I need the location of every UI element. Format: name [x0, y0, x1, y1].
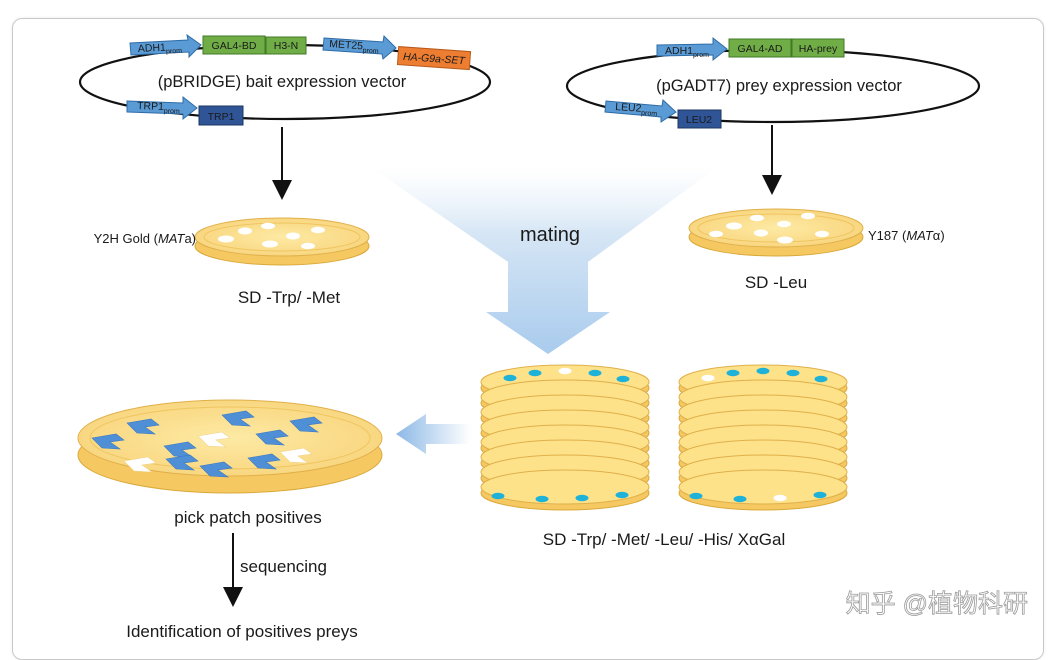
bait-adh1-text: ADH1	[138, 42, 167, 55]
blue-patch	[221, 410, 255, 427]
bait-strain-italic: MAT	[158, 231, 186, 246]
mating-label: mating	[520, 224, 580, 246]
blue-patch	[91, 433, 125, 450]
bait-gal4-bd-box	[202, 35, 266, 55]
white-colony	[701, 374, 715, 382]
blue-colony	[615, 491, 629, 499]
bait-plate	[194, 217, 370, 266]
bait-medium-label: SD -Trp/ -Met	[238, 288, 341, 307]
blue-colony	[575, 494, 589, 502]
blue-patch	[255, 429, 289, 446]
svg-text:TRP1prom: TRP1prom	[137, 100, 180, 115]
blue-patch	[247, 453, 281, 470]
blue-colony	[503, 374, 517, 382]
bait-ha-set-box	[396, 46, 472, 71]
prey-adh1-promoter-arrow: ADH1prom	[656, 36, 728, 62]
patch-plate	[77, 399, 383, 494]
selection-medium-label: SD -Trp/ -Met/ -Leu/ -His/ XαGal	[543, 530, 786, 549]
bait-met25-text: MET25	[329, 38, 364, 52]
prey-strain-prefix: Y187 (	[868, 228, 907, 243]
blue-patch	[165, 454, 199, 471]
prey-leu2-marker-box	[677, 109, 722, 129]
blue-patch	[163, 441, 197, 458]
white-patch	[279, 447, 313, 464]
prey-gal4-ad-box	[728, 38, 792, 58]
prey-leu2-prom-sub: prom	[641, 110, 658, 118]
blue-colony	[813, 491, 827, 499]
bait-ha-set-group: HA-G9a-SET	[396, 46, 472, 71]
prey-plate-colonies	[709, 212, 829, 244]
selection-plate-stack-left	[480, 364, 650, 511]
bait-trp1-marker-label: TRP1	[208, 111, 235, 123]
pick-patch-label: pick patch positives	[174, 508, 321, 527]
svg-text:ADH1prom: ADH1prom	[138, 41, 183, 57]
blue-colony	[786, 369, 800, 377]
bait-ha-set-label: HA-G9a-SET	[403, 51, 467, 67]
final-identification-label: Identification of positives preys	[126, 622, 358, 641]
blue-colony	[756, 367, 770, 375]
prey-vector: (pGADT7) prey expression vector ADH1prom…	[565, 36, 981, 129]
svg-text:MET25prom: MET25prom	[329, 38, 380, 55]
bait-trp1-prom-sub: prom	[164, 108, 180, 116]
blue-colony	[689, 492, 703, 500]
sequencing-label: sequencing	[240, 557, 327, 576]
svg-text:LEU2prom: LEU2prom	[615, 101, 658, 118]
prey-leu2-marker-label: LEU2	[686, 114, 712, 126]
bait-trp1-marker-box	[198, 105, 244, 126]
bait-met25-sub: prom	[362, 47, 379, 55]
bait-vector: (pBRIDGE) bait expression vector ADH1pro…	[78, 33, 492, 126]
patch-colonies	[91, 410, 323, 478]
prey-strain-italic: MAT	[906, 228, 934, 243]
white-patch	[123, 456, 157, 473]
bait-met25-promoter-arrow: MET25prom	[322, 34, 397, 60]
blue-colony	[616, 375, 630, 383]
watermark: 知乎 @植物科研	[846, 590, 1028, 618]
stacked-plate	[678, 469, 848, 511]
blue-colony	[588, 369, 602, 377]
prey-adh1-sub: prom	[693, 52, 709, 59]
prey-strain-suffix: α)	[933, 228, 945, 243]
bait-gal4-bd-label: GAL4-BD	[212, 40, 257, 52]
blue-patch	[289, 416, 323, 433]
white-colony	[558, 367, 572, 375]
bait-h3n-box	[265, 36, 307, 55]
prey-ha-prey-label: HA-prey	[799, 43, 838, 55]
prey-adh1-text: ADH1	[665, 45, 693, 57]
blue-patch	[199, 461, 233, 478]
blue-colony	[726, 369, 740, 377]
bait-strain-suffix: a)	[184, 231, 196, 246]
selection-to-patch-arrow	[396, 414, 470, 454]
mating-funnel-arrow	[372, 168, 716, 354]
bait-strain-label: Y2H Gold (MATa)	[94, 231, 196, 246]
blue-patch	[126, 418, 160, 435]
prey-plate	[688, 208, 864, 257]
bait-h3n-label: H3-N	[274, 40, 299, 52]
white-patch	[197, 431, 231, 448]
y2h-diagram: mating (pBRIDGE) bait expression vector …	[77, 33, 1028, 641]
bait-trp1-promoter-arrow: TRP1prom	[126, 95, 198, 121]
bait-plate-colonies	[218, 222, 325, 250]
bait-trp1-prom-text: TRP1	[137, 100, 164, 113]
prey-leu2-prom-text: LEU2	[615, 101, 642, 115]
prey-vector-label: (pGADT7) prey expression vector	[656, 77, 902, 95]
bait-strain-prefix: Y2H Gold (	[94, 231, 159, 246]
blue-colony	[491, 492, 505, 500]
white-colony	[773, 494, 787, 502]
stacked-plate	[480, 469, 650, 511]
bait-adh1-sub: prom	[166, 48, 182, 56]
svg-text:ADH1prom: ADH1prom	[665, 45, 709, 59]
prey-strain-label: Y187 (MATα)	[868, 228, 945, 243]
blue-colony	[528, 369, 542, 377]
prey-medium-label: SD -Leu	[745, 273, 807, 292]
blue-colony	[535, 495, 549, 503]
bait-vector-label: (pBRIDGE) bait expression vector	[158, 73, 407, 91]
blue-colony	[733, 495, 747, 503]
prey-leu2-promoter-arrow: LEU2prom	[604, 99, 677, 123]
prey-ha-prey-box	[791, 38, 845, 58]
bait-adh1-promoter-arrow: ADH1prom	[129, 33, 202, 59]
prey-gal4-ad-label: GAL4-AD	[738, 43, 783, 55]
selection-plate-stack-right	[678, 364, 848, 511]
blue-colony	[814, 375, 828, 383]
